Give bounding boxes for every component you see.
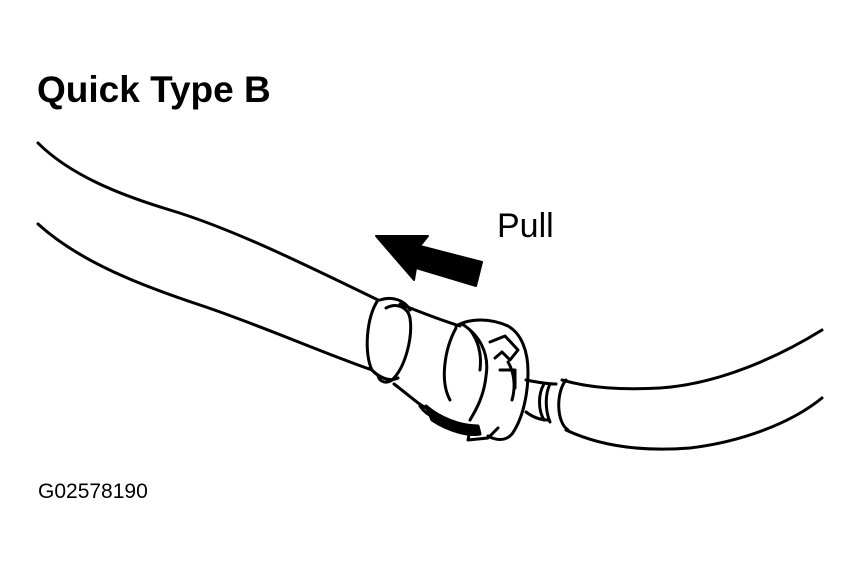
connector-housing-inner-curve xyxy=(468,328,482,372)
figure-code: G02578190 xyxy=(38,480,148,503)
right-hose-end xyxy=(557,378,570,432)
left-hose-lower-edge xyxy=(36,222,374,372)
hose-end-rim xyxy=(365,298,380,372)
right-hose-lower-edge xyxy=(564,396,824,451)
pipe-top xyxy=(524,378,558,386)
collar-ring-bottom xyxy=(368,366,400,382)
connector-housing-outline xyxy=(454,318,530,441)
retainer-clip-bottom xyxy=(424,404,482,436)
retainer-clip-edge xyxy=(418,404,438,420)
pipe-bottom xyxy=(524,410,550,422)
pipe-ring-2 xyxy=(544,382,552,424)
retainer-tab-side xyxy=(506,360,516,402)
pipe-ring xyxy=(538,382,546,422)
pull-arrow-icon xyxy=(375,235,483,287)
connector-body-edge xyxy=(442,326,458,402)
diagram-title: Quick Type B xyxy=(37,69,271,110)
retainer-clip-lower xyxy=(440,418,500,442)
retainer-tab-top xyxy=(488,334,520,362)
right-hose-upper-edge xyxy=(560,328,824,391)
left-hose-upper-edge xyxy=(36,141,380,302)
connector-body-top xyxy=(398,302,462,328)
pull-direction-label: Pull xyxy=(497,207,554,245)
collar-ring-outer xyxy=(376,304,413,384)
